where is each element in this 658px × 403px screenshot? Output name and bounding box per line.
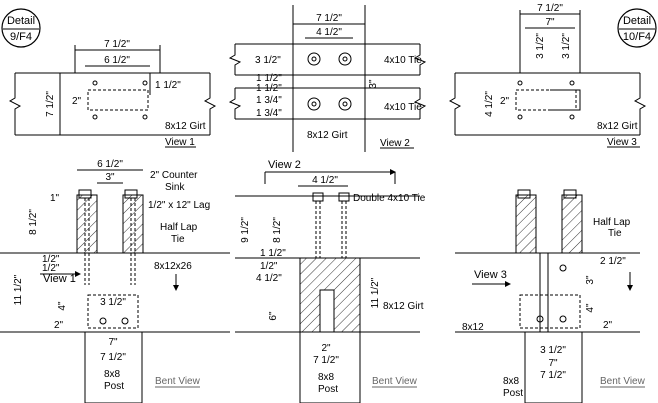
bv1-counter-sink-2: Sink — [165, 182, 185, 193]
v3-dim-7half: 7 1/2" — [537, 3, 563, 14]
bv2-bent-view-label: Bent View — [372, 376, 418, 387]
bv3-dim-3half: 3 1/2" — [540, 345, 566, 356]
bv2-dim-4half-b: 4 1/2" — [256, 273, 282, 284]
bv3-dim-2: 2" — [603, 320, 613, 331]
bv1-dim-7half: 7 1/2" — [100, 352, 126, 363]
bv3-dim-3: 3" — [585, 275, 596, 285]
bv1-dim-4: 4" — [57, 301, 68, 311]
bent-view-3-drawing: Half Lap Tie 2 1/2" 3" View 3 4" 2" 8x12… — [455, 189, 646, 403]
bv2-dim-9half: 9 1/2" — [240, 217, 251, 243]
v2-dim-3: 3" — [368, 79, 379, 89]
v1-dim-2: 2" — [72, 96, 82, 107]
bv1-girt-label: 8x12x26 — [154, 261, 192, 272]
v1-dim-6half: 6 1/2" — [104, 55, 130, 66]
bv2-post-2: Post — [318, 384, 338, 395]
bv1-dim-11half: 11 1/2" — [13, 274, 24, 305]
view-3-drawing: 7 1/2" 7" 3 1/2" 3 1/2" 4 1/2" 2" 8x12 G… — [448, 3, 647, 148]
bv3-half-lap-1: Half Lap — [593, 217, 631, 228]
bv1-counter-sink-1: 2" Counter — [150, 170, 198, 181]
bv2-dim-6: 6" — [268, 311, 279, 321]
v2-tie-label-top: 4x10 Tie — [384, 55, 422, 66]
v1-dim-7half-vert: 7 1/2" — [45, 91, 56, 117]
v3-dim-4half: 4 1/2" — [484, 91, 495, 117]
bv1-lag-label: 1/2" x 12" Lag — [148, 200, 210, 211]
bv3-dim-7: 7" — [548, 358, 558, 369]
bv3-dim-7half: 7 1/2" — [540, 370, 566, 381]
bv2-dim-2: 2" — [321, 343, 331, 354]
bv1-view1-label: View 1 — [43, 273, 76, 285]
v2-dim-1-3q-b: 1 3/4" — [256, 108, 282, 119]
bv3-post-1: 8x8 — [503, 376, 520, 387]
bv1-post-2: Post — [104, 381, 124, 392]
detail-left-line2: 9/F4 — [10, 31, 32, 43]
v1-view-label: View 1 — [165, 137, 195, 148]
bv3-bent-view-label: Bent View — [600, 376, 646, 387]
bv2-dim-7half: 7 1/2" — [313, 355, 339, 366]
bv1-dim-half-a: 1/2" — [42, 254, 60, 265]
bv1-dim-6half: 6 1/2" — [97, 159, 123, 170]
bv3-post-2: Post — [503, 388, 523, 399]
v3-girt-label: 8x12 Girt — [597, 121, 638, 132]
bv1-dim-8half: 8 1/2" — [28, 209, 39, 235]
bv2-dim-half: 1/2" — [260, 261, 278, 272]
bv1-post-1: 8x8 — [104, 369, 121, 380]
v2-dim-1-3q-a: 1 3/4" — [256, 95, 282, 106]
v3-view-label: View 3 — [607, 137, 637, 148]
v3-dim-3half-b: 3 1/2" — [561, 33, 572, 59]
v2-dim-1half-a: 1 1/2" — [256, 73, 282, 84]
bv2-girt-label: 8x12 Girt — [383, 301, 424, 312]
v2-dim-4half: 4 1/2" — [316, 27, 342, 38]
v2-dim-1half-b: 1 1/2" — [256, 83, 282, 94]
v2-tie-label-bottom: 4x10 Tie — [384, 102, 422, 113]
bv1-dim-7: 7" — [108, 337, 118, 348]
v3-dim-3half-a: 3 1/2" — [535, 33, 546, 59]
detail-bubble-left: Detail 9/F4 — [1, 8, 41, 48]
v2-dim-7half: 7 1/2" — [316, 13, 342, 24]
bv2-double-tie-label: Double 4x10 Tie — [353, 193, 426, 204]
detail-left-line1: Detail — [7, 15, 35, 27]
bv3-half-lap-2: Tie — [608, 228, 622, 239]
bv1-dim-half-b: 1/2" — [42, 263, 60, 274]
bv1-bent-view-label: Bent View — [155, 376, 201, 387]
bv1-half-lap-2: Tie — [171, 234, 185, 245]
bv2-view2-label: View 2 — [268, 159, 301, 171]
detail-bubble-right: Detail 10/F4 — [617, 8, 657, 48]
bv1-dim-3: 3" — [105, 172, 115, 183]
bv1-half-lap-1: Half Lap — [160, 222, 198, 233]
bv2-dim-11half: 11 1/2" — [370, 277, 381, 308]
detail-right-line1: Detail — [623, 15, 651, 27]
v3-dim-7: 7" — [545, 17, 555, 28]
bv3-dim-2half: 2 1/2" — [600, 256, 626, 267]
v2-view-label: View 2 — [380, 138, 410, 149]
bv3-girt-label: 8x12 — [462, 322, 484, 333]
v1-girt-label: 8x12 Girt — [165, 121, 206, 132]
v2-girt-label: 8x12 Girt — [307, 130, 348, 141]
detail-right-line2: 10/F4 — [623, 31, 651, 43]
v1-dim-1half: 1 1/2" — [155, 80, 181, 91]
bv2-dim-8half: 8 1/2" — [272, 217, 283, 243]
bv2-post-1: 8x8 — [318, 372, 335, 383]
bent-view-1-drawing: 6 1/2" 3" 2" Counter Sink 1/2" x 12" Lag… — [0, 159, 230, 403]
bv1-dim-3half: 3 1/2" — [100, 297, 126, 308]
view-1-drawing: 7 1/2" 6 1/2" 1 1/2" 7 1/2" 2" 8x12 Girt… — [8, 39, 217, 148]
v3-dim-2: 2" — [500, 96, 510, 107]
bv2-dim-1half: 1 1/2" — [260, 248, 286, 259]
bv3-view3-label: View 3 — [474, 269, 507, 281]
view-2-drawing: 7 1/2" 4 1/2" 3 1/2" 1 1/2" 1 1/2" 1 3/4… — [228, 5, 427, 152]
v1-dim-7half: 7 1/2" — [104, 39, 130, 50]
bv2-dim-4half: 4 1/2" — [312, 175, 338, 186]
bv1-dim-1: 1" — [50, 193, 60, 204]
bent-view-2-drawing: View 2 4 1/2" Double 4x10 Tie 9 1/2" 8 1… — [235, 159, 426, 403]
bv3-dim-4: 4" — [585, 303, 596, 313]
bv1-dim-2: 2" — [54, 320, 64, 331]
v2-dim-3half: 3 1/2" — [255, 55, 281, 66]
